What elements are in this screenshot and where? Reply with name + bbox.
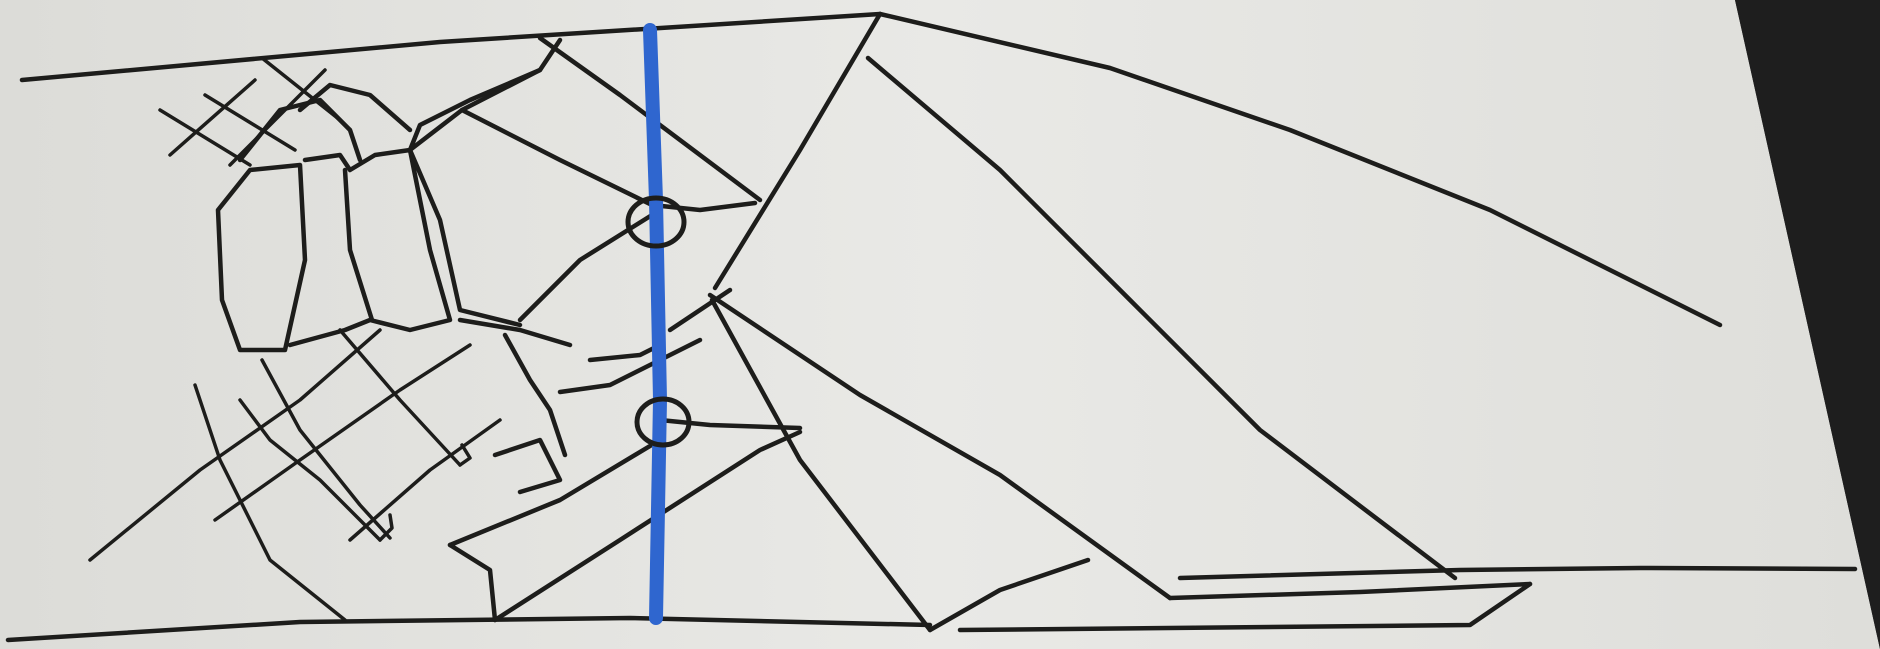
section-line xyxy=(650,30,660,618)
